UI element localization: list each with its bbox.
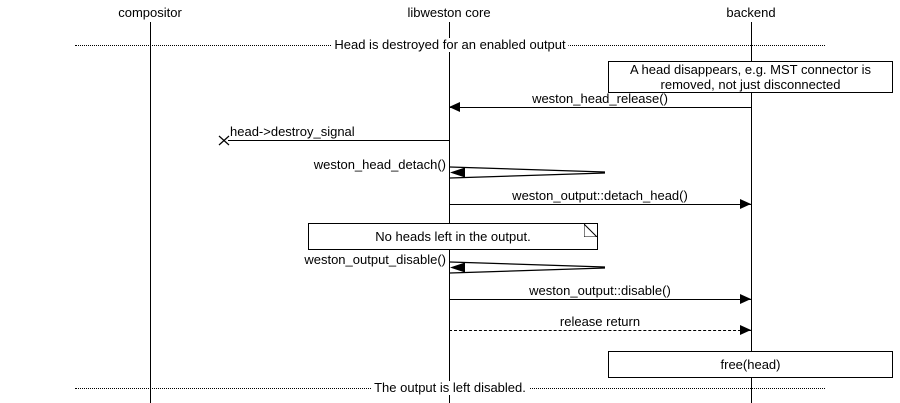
message-line-weston-output-detach-head — [449, 204, 751, 205]
note-free-head-text: free(head) — [720, 357, 781, 372]
message-line-head-destroy-signal — [228, 140, 449, 141]
arrowhead-weston-head-release — [449, 102, 460, 112]
lifeline-backend — [751, 22, 752, 403]
note-free-head: free(head) — [608, 351, 893, 378]
message-label-weston-output-disable: weston_output::disable() — [529, 283, 671, 298]
message-line-weston-head-release — [449, 107, 751, 108]
arrowhead-release-return — [740, 325, 751, 335]
actor-label-compositor: compositor — [118, 5, 182, 20]
arrowhead-weston-output-disable — [740, 294, 751, 304]
message-line-weston-output-disable — [449, 299, 751, 300]
message-label-weston-output-disable-self: weston_output_disable() — [304, 252, 446, 267]
message-line-release-return — [449, 330, 751, 331]
note-mst-connector-text: A head disappears, e.g. MST connector is… — [609, 62, 892, 92]
note-fold-corner-icon — [584, 224, 597, 237]
actor-label-libweston-core: libweston core — [407, 5, 491, 20]
lifeline-libweston-core — [449, 22, 450, 403]
note-mst-connector-line1: A head disappears, e.g. MST connector is — [629, 62, 872, 77]
message-label-head-destroy-signal: head->destroy_signal — [230, 124, 355, 139]
note-no-heads-left: No heads left in the output. — [308, 223, 598, 250]
lifeline-compositor — [150, 22, 151, 403]
note-no-heads-left-text: No heads left in the output. — [375, 229, 531, 244]
separator-label-bottom: The output is left disabled. — [371, 381, 529, 395]
message-label-weston-head-detach: weston_head_detach() — [313, 157, 446, 172]
note-mst-connector: A head disappears, e.g. MST connector is… — [608, 61, 893, 93]
x-terminator-icon — [216, 132, 232, 148]
separator-label-top: Head is destroyed for an enabled output — [331, 38, 569, 52]
message-label-release-return: release return — [559, 314, 641, 329]
selfcall-weston-output-disable — [449, 257, 609, 281]
actor-label-backend: backend — [726, 5, 776, 20]
selfcall-weston-head-detach — [449, 162, 609, 186]
message-label-weston-output-detach-head: weston_output::detach_head() — [512, 188, 688, 203]
message-label-weston-head-release: weston_head_release() — [532, 91, 668, 106]
note-mst-connector-line2: removed, not just disconnected — [660, 77, 841, 92]
arrowhead-weston-output-detach-head — [740, 199, 751, 209]
